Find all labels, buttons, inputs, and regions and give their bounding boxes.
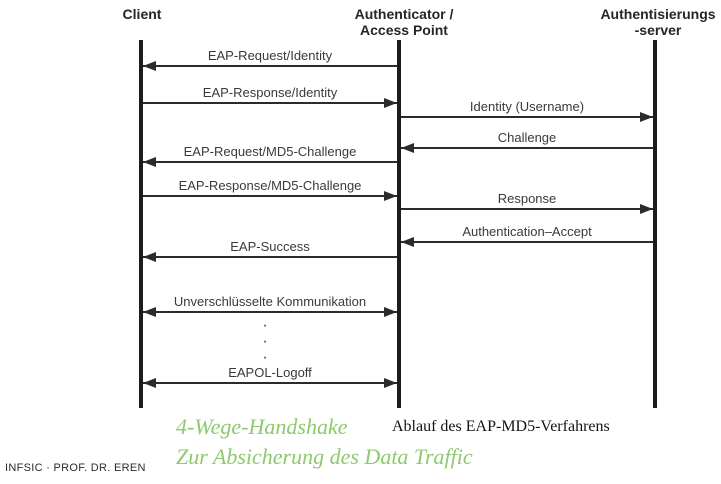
arrowhead-left-icon [401, 143, 414, 153]
arrowhead-right-icon [384, 191, 397, 201]
message-label: Authentication–Accept [462, 224, 592, 239]
message-line [143, 311, 397, 313]
lifeline-authenticator [397, 40, 401, 408]
message-line [401, 147, 653, 149]
message-line [401, 116, 653, 118]
arrowhead-left-icon [143, 252, 156, 262]
handshake-note-line2: Zur Absicherung des Data Traffic [176, 444, 473, 469]
arrowhead-right-icon [640, 204, 653, 214]
message-line [401, 241, 653, 243]
lifeline-server [653, 40, 657, 408]
message-label: Unverschlüsselte Kommunikation [173, 294, 367, 309]
message-label: EAP-Success [230, 239, 310, 254]
footer-credit: INFSIC · PROF. DR. EREN [5, 462, 146, 474]
arrowhead-left-icon [401, 237, 414, 247]
message-label: Response [497, 191, 557, 206]
arrowhead-right-icon [384, 307, 397, 317]
arrowhead-left-icon [143, 61, 156, 71]
arrowhead-left-icon [143, 307, 156, 317]
diagram-caption: Ablauf des EAP-MD5-Verfahrens [392, 418, 610, 435]
handshake-note-line1: 4-Wege-Handshake [176, 414, 348, 439]
actor-label-client: Client [122, 6, 162, 22]
message-label: Identity (Username) [469, 99, 585, 114]
message-label: EAP-Request/Identity [207, 48, 333, 63]
message-line [143, 256, 397, 258]
message-line [143, 65, 397, 67]
message-line [143, 382, 397, 384]
message-label: Challenge [497, 130, 557, 145]
actor-label-server: Authentisierungs -server [600, 6, 716, 39]
arrowhead-right-icon [640, 112, 653, 122]
arrowhead-right-icon [384, 378, 397, 388]
message-label: EAP-Response/MD5-Challenge [178, 178, 362, 193]
actor-label-authenticator: Authenticator / Access Point [354, 6, 454, 39]
arrowhead-right-icon [384, 98, 397, 108]
message-label: EAPOL-Logoff [228, 365, 312, 380]
arrowhead-left-icon [143, 378, 156, 388]
message-label: EAP-Response/Identity [202, 85, 338, 100]
message-line [143, 161, 397, 163]
message-line [401, 208, 653, 210]
lifeline-client [139, 40, 143, 408]
arrowhead-left-icon [143, 157, 156, 167]
message-line [143, 102, 397, 104]
message-label: EAP-Request/MD5-Challenge [183, 144, 357, 159]
continuation-dots: · · · [262, 317, 268, 366]
message-line [143, 195, 397, 197]
